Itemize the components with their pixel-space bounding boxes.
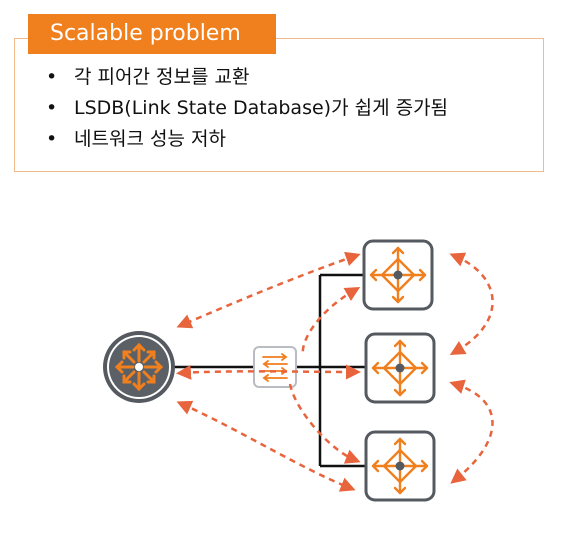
bullet-item: • 네트워크 성능 저하	[38, 124, 448, 155]
bullet-text: 각 피어간 정보를 교환	[74, 66, 250, 88]
router-icon	[103, 331, 175, 403]
bullet-text: LSDB(Link State Database)가 쉽게 증가됨	[74, 97, 449, 119]
router-node-icon	[362, 239, 434, 311]
bullet-dot: •	[46, 66, 58, 88]
bullet-list: • 각 피어간 정보를 교환 • LSDB(Link State Database)…	[38, 62, 448, 155]
bullet-item: • 각 피어간 정보를 교환	[38, 62, 448, 93]
bullet-dot: •	[46, 128, 58, 150]
title-tab: Scalable problem	[28, 14, 276, 54]
bullet-item: • LSDB(Link State Database)가 쉽게 증가됨	[38, 93, 448, 124]
bullet-text: 네트워크 성능 저하	[74, 128, 226, 150]
info-box	[14, 38, 544, 172]
bullet-dot: •	[46, 97, 58, 119]
router-node-icon	[364, 332, 436, 404]
router-node-icon	[364, 430, 436, 502]
switch-icon	[253, 346, 297, 388]
exchange-arrows	[176, 251, 494, 492]
